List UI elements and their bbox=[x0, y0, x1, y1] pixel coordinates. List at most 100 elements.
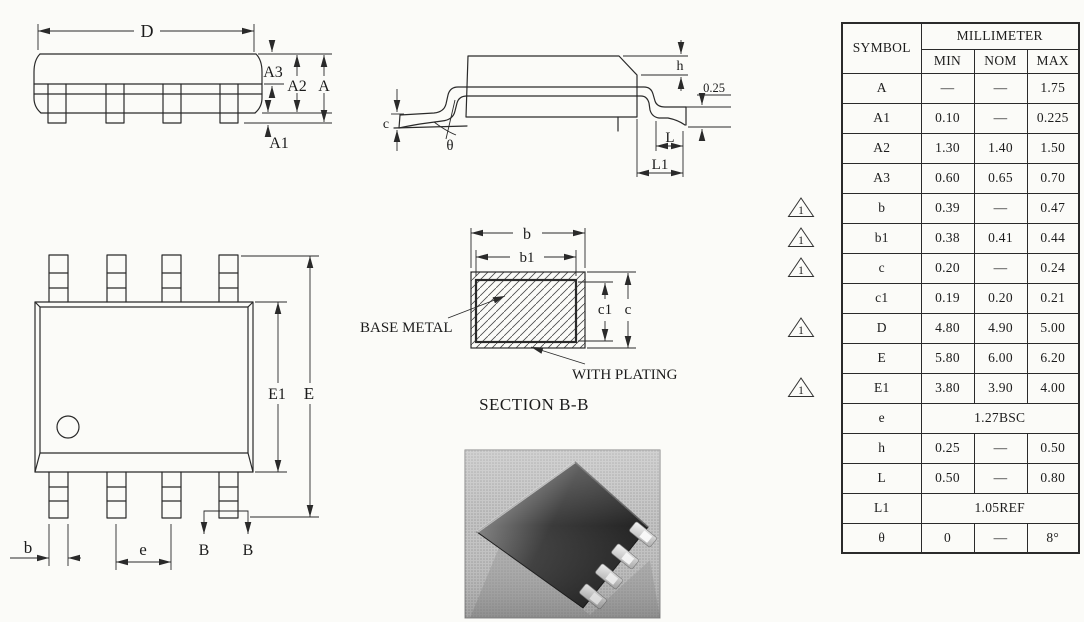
nom-cell: 1.40 bbox=[973, 132, 1028, 164]
dim-label-gauge: 0.25 bbox=[703, 81, 725, 95]
min-cell: — bbox=[920, 72, 975, 104]
max-header: MAX bbox=[1026, 48, 1080, 74]
span-cell: 1.27BSC bbox=[920, 402, 1080, 434]
symbol-cell: e bbox=[841, 402, 922, 434]
symbol-cell: h bbox=[841, 432, 922, 464]
dim-label-L: L bbox=[665, 130, 674, 146]
max-cell: 1.75 bbox=[1026, 72, 1080, 104]
symbol-cell: b1 bbox=[841, 222, 922, 254]
lead-view-body bbox=[393, 55, 687, 132]
max-cell: 0.80 bbox=[1026, 462, 1080, 494]
pin1-marker bbox=[56, 415, 80, 439]
side-view-drawing: D A3 A2 A A1 bbox=[33, 21, 332, 152]
top-view-dimensions bbox=[10, 255, 319, 570]
dim-label-c1: c1 bbox=[598, 302, 612, 318]
min-cell: 5.80 bbox=[920, 342, 975, 374]
note-triangle-b: 1 bbox=[787, 197, 815, 217]
max-cell: 0.24 bbox=[1026, 252, 1080, 284]
symbol-cell: D bbox=[841, 312, 922, 344]
section-title: SECTION B-B bbox=[479, 395, 589, 414]
max-cell: 0.70 bbox=[1026, 162, 1080, 194]
table-row: A——1.75 bbox=[841, 72, 1080, 104]
dimension-table: SYMBOL MILLIMETER MIN NOM MAX A——1.75 A1… bbox=[841, 22, 1080, 554]
dim-label-A3: A3 bbox=[263, 64, 283, 81]
note-triangle-b1: 1 bbox=[787, 227, 815, 247]
max-cell: 6.20 bbox=[1026, 342, 1080, 374]
min-cell: 1.30 bbox=[920, 132, 975, 164]
side-view-body bbox=[33, 53, 263, 124]
symbol-cell: b bbox=[841, 192, 922, 224]
max-cell: 4.00 bbox=[1026, 372, 1080, 404]
nom-cell: — bbox=[973, 522, 1028, 554]
nom-cell: 6.00 bbox=[973, 342, 1028, 374]
nom-cell: — bbox=[973, 72, 1028, 104]
svg-text:1: 1 bbox=[798, 265, 804, 277]
dim-label-E: E bbox=[304, 384, 314, 403]
dim-label-h: h bbox=[677, 59, 684, 74]
min-cell: 0.38 bbox=[920, 222, 975, 254]
min-cell: 0.39 bbox=[920, 192, 975, 224]
section-dimensions bbox=[447, 228, 636, 365]
section-bb-drawing: b b1 c1 c BASE METAL WITH PLATING SECTIO… bbox=[360, 226, 678, 414]
symbol-header: SYMBOL bbox=[841, 22, 922, 74]
dim-label-A: A bbox=[318, 78, 330, 95]
symbol-cell: A2 bbox=[841, 132, 922, 164]
dim-label-L1: L1 bbox=[652, 157, 669, 173]
max-cell: 8° bbox=[1026, 522, 1080, 554]
min-cell: 0.60 bbox=[920, 162, 975, 194]
section-label-B-left: B bbox=[199, 542, 210, 559]
nom-cell: — bbox=[973, 102, 1028, 134]
symbol-cell: L1 bbox=[841, 492, 922, 524]
lead-view-dimensions bbox=[391, 40, 731, 177]
symbol-cell: c1 bbox=[841, 282, 922, 314]
chip-photo bbox=[464, 449, 661, 619]
max-cell: 1.50 bbox=[1026, 132, 1080, 164]
min-cell: 0.20 bbox=[920, 252, 975, 284]
dim-label-A2: A2 bbox=[287, 78, 307, 95]
dim-label-c: c bbox=[383, 117, 389, 132]
max-cell: 0.50 bbox=[1026, 432, 1080, 464]
nom-cell: — bbox=[973, 432, 1028, 464]
min-cell: 0 bbox=[920, 522, 975, 554]
dim-label-section-c: c bbox=[625, 302, 632, 318]
dim-label-theta: θ bbox=[446, 138, 453, 154]
section-label-B-right: B bbox=[243, 542, 254, 559]
max-cell: 0.225 bbox=[1026, 102, 1080, 134]
nom-cell: 0.20 bbox=[973, 282, 1028, 314]
max-cell: 0.21 bbox=[1026, 282, 1080, 314]
min-cell: 3.80 bbox=[920, 372, 975, 404]
dim-label-A1: A1 bbox=[269, 135, 289, 152]
svg-text:1: 1 bbox=[798, 385, 804, 397]
span-cell: 1.05REF bbox=[920, 492, 1080, 524]
min-header: MIN bbox=[920, 48, 975, 74]
max-cell: 0.47 bbox=[1026, 192, 1080, 224]
min-cell: 4.80 bbox=[920, 312, 975, 344]
dim-label-section-b: b bbox=[523, 226, 531, 243]
dim-label-b: b bbox=[24, 538, 33, 557]
min-cell: 0.25 bbox=[920, 432, 975, 464]
lead-view-drawing: c θ h 0.25 L L1 bbox=[383, 40, 731, 177]
table-subheader-row: MIN NOM MAX bbox=[842, 48, 1080, 74]
dim-label-E1: E1 bbox=[268, 386, 286, 403]
nom-cell: 0.41 bbox=[973, 222, 1028, 254]
symbol-cell: c bbox=[841, 252, 922, 284]
min-cell: 0.19 bbox=[920, 282, 975, 314]
dim-label-D: D bbox=[141, 21, 154, 41]
min-cell: 0.10 bbox=[920, 102, 975, 134]
max-cell: 0.44 bbox=[1026, 222, 1080, 254]
nom-cell: 0.65 bbox=[973, 162, 1028, 194]
min-cell: 0.50 bbox=[920, 462, 975, 494]
table-note-markers: 1 1 1 1 1 bbox=[787, 197, 815, 397]
symbol-cell: θ bbox=[841, 522, 922, 554]
note-triangle-c: 1 bbox=[787, 257, 815, 277]
